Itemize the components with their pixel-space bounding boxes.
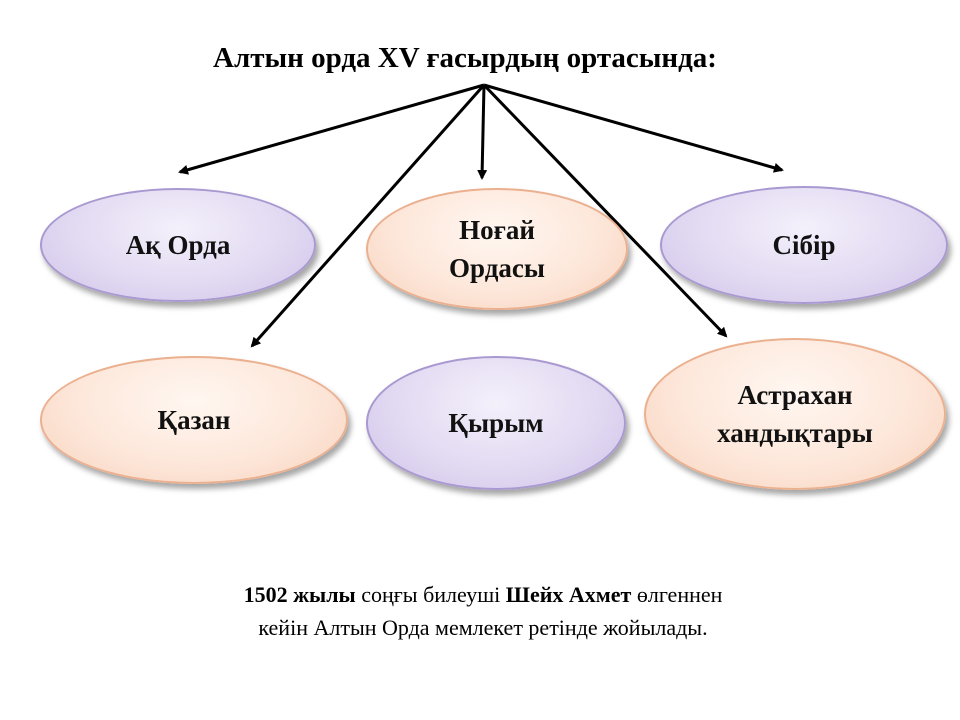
- node-astrakhan-label: Астрахан хандықтары: [717, 380, 873, 448]
- node-sibir: Сібір: [660, 186, 948, 304]
- arrow-to-kazan: [250, 84, 486, 348]
- node-kazan: Қазан: [40, 356, 348, 484]
- arrow-to-nogai: [477, 84, 488, 180]
- arrow-to-ak-orda: [178, 83, 485, 175]
- footnote-text-1: соңғы билеуші: [355, 582, 506, 607]
- node-kazan-label: Қазан: [157, 405, 231, 435]
- footnote: 1502 жылы соңғы билеуші Шейх Ахмет өлген…: [0, 578, 960, 644]
- node-sibir-label: Сібір: [772, 230, 836, 260]
- footnote-year: 1502 жылы: [243, 582, 356, 607]
- arrow-to-astrakhan: [482, 83, 728, 338]
- node-ak-orda-label: Ақ Орда: [125, 230, 231, 260]
- footnote-text-2: өлгеннен: [631, 582, 723, 607]
- node-nogai-orda-label: Ноғай Ордасы: [449, 215, 545, 283]
- node-kyrym-label: Қырым: [448, 408, 544, 438]
- arrow-to-sibir: [483, 83, 784, 173]
- diagram-title: Алтын орда XV ғасырдың ортасында:: [213, 42, 717, 74]
- footnote-line-2: кейін Алтын Орда мемлекет ретінде жойыла…: [258, 615, 708, 640]
- node-ak-orda: Ақ Орда: [40, 188, 316, 302]
- footnote-line-1: 1502 жылы соңғы билеуші Шейх Ахмет өлген…: [0, 578, 960, 611]
- node-astrakhan: Астрахан хандықтары: [644, 338, 946, 490]
- node-kyrym: Қырым: [366, 356, 626, 490]
- footnote-ruler: Шейх Ахмет: [505, 582, 632, 607]
- node-nogai-orda: Ноғай Ордасы: [366, 188, 628, 310]
